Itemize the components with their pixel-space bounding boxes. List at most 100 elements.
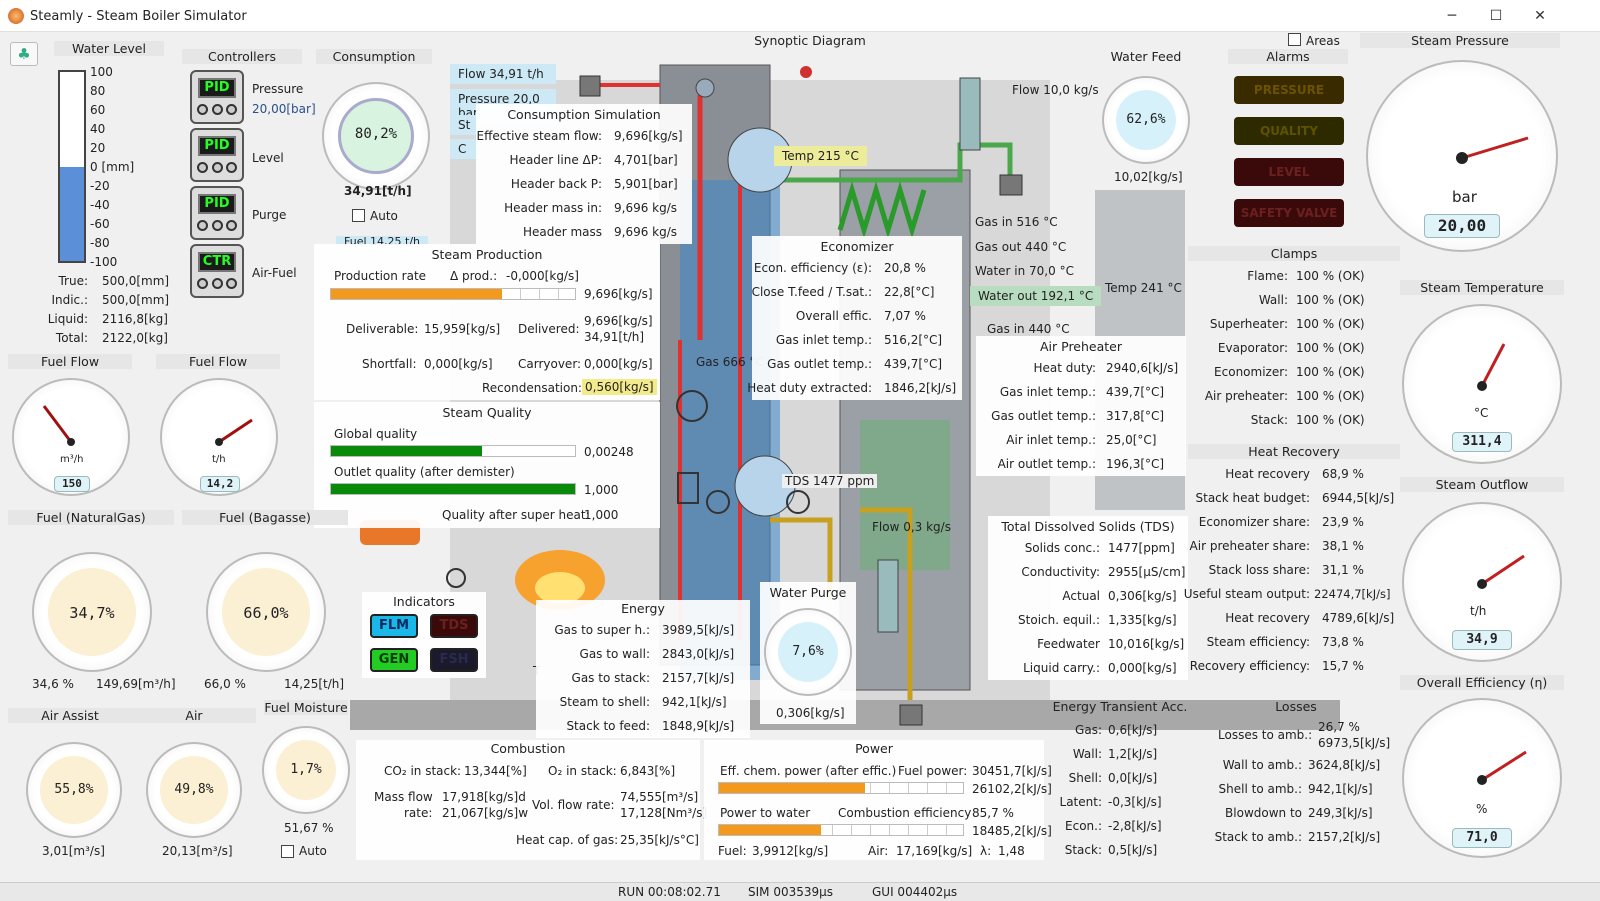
row-label: Liquid carry.: xyxy=(1023,661,1100,675)
purge-flow-tag: Flow 0,3 kg/s xyxy=(872,520,951,534)
row-label: Blowdown to xyxy=(1225,806,1302,820)
energy-panel: Energy Gas to super h.: 3989,5[kJ/s] Gas… xyxy=(536,600,750,738)
row-label: Header mass xyxy=(522,225,602,239)
consumption-simulation-panel: Consumption Simulation Effective steam f… xyxy=(476,104,692,244)
steam-pressure-unit: bar xyxy=(1452,188,1477,206)
outflow-needle xyxy=(1477,554,1525,589)
row-value: 942,1[kJ/s] xyxy=(1308,782,1373,796)
scale-tick: -60 xyxy=(90,217,110,231)
scale-tick: -80 xyxy=(90,236,110,250)
scale-tick: 60 xyxy=(90,103,106,117)
indicated-value: 500,0[mm] xyxy=(102,293,170,307)
row-value: 439,7[°C] xyxy=(884,357,943,371)
row-label: Stack to feed: xyxy=(566,719,650,733)
purge-pid-button[interactable]: PID xyxy=(190,186,244,240)
panel-title: Clamps xyxy=(1188,246,1400,261)
combustion-efficiency-label: Combustion efficiency xyxy=(838,806,972,820)
power-to-water-fill xyxy=(719,825,822,835)
water-purge-knob[interactable]: 7,6% xyxy=(764,608,852,696)
steam-temperature-gauge: °C 311,4 xyxy=(1402,304,1562,464)
row-value: 23,9 % xyxy=(1322,515,1364,529)
production-rate-value: 9,696[kg/s] xyxy=(584,287,653,301)
scale-tick: 80 xyxy=(90,84,106,98)
fuel-moisture-title: Fuel Moisture xyxy=(264,700,348,715)
row-value: 22474,7[kJ/s] xyxy=(1314,587,1391,601)
row-value: 100 % (OK) xyxy=(1296,269,1365,283)
fuel-ng-knob[interactable]: 34,7% xyxy=(32,552,152,672)
areas-label: Areas xyxy=(1306,34,1340,48)
steam-temperature-title: Steam Temperature xyxy=(1400,280,1564,295)
row-value: 196,3[°C] xyxy=(1106,457,1165,471)
ctr-badge: CTR xyxy=(198,252,236,272)
water-level-readouts: True:500,0[mm] Indic.:500,0[mm] Liquid:2… xyxy=(40,274,170,350)
row-value: 2157,7[kJ/s] xyxy=(662,671,735,685)
temp-215-tag: Temp 215 °C xyxy=(774,146,867,166)
economizer-panel: Economizer Econ. efficiency (ε): 20,8 % … xyxy=(747,236,962,400)
fuel-flow-2-value: 14,2 xyxy=(200,476,240,492)
shortfall-value: 0,000[kg/s] xyxy=(424,357,493,371)
total-value: 2122,0[kg] xyxy=(102,331,168,345)
air-fuel-controller-label: Air-Fuel xyxy=(252,266,297,280)
air-title: Air xyxy=(132,708,256,723)
pressure-controller-label: Pressure xyxy=(252,82,304,96)
steam-pressure-title: Steam Pressure xyxy=(1360,33,1560,48)
deliverable-value: 15,959[kg/s] xyxy=(424,322,501,336)
tds-panel: Total Dissolved Solids (TDS) Solids conc… xyxy=(988,516,1188,680)
row-value: 3624,8[kJ/s] xyxy=(1308,758,1381,772)
water-feed-knob[interactable]: 62,6% xyxy=(1102,76,1190,164)
overall-efficiency-gauge: % 71,0 xyxy=(1402,698,1562,858)
fuel-flow-1-unit: m³/h xyxy=(60,454,84,465)
fuel-moisture-knob[interactable]: 1,7% xyxy=(262,726,350,814)
carryover-label: Carryover: xyxy=(518,357,582,371)
eff-chem-power-bar xyxy=(718,782,964,794)
losses-panel: Losses Losses to amb.: 26,7 % 6973,5[kJ/… xyxy=(1196,698,1396,862)
row-label: Latent: xyxy=(1059,795,1102,809)
level-pid-button[interactable]: PID xyxy=(190,128,244,182)
row-value: 7,07 % xyxy=(884,309,926,323)
panel-title: Losses xyxy=(1275,699,1317,714)
temperature-needle xyxy=(1477,343,1506,391)
row-value: 4789,6[kJ/s] xyxy=(1322,611,1395,625)
air-fuel-ctr-button[interactable]: CTR xyxy=(190,244,244,298)
row-label: Shell to amb.: xyxy=(1218,782,1302,796)
row-value: 2157,2[kJ/s] xyxy=(1308,830,1381,844)
row-value: 9,696 kg/s xyxy=(614,225,678,239)
fuel-bagasse-knob[interactable]: 66,0% xyxy=(206,552,326,672)
row-value: 100 % (OK) xyxy=(1296,365,1365,379)
pressure-pid-button[interactable]: PID xyxy=(190,70,244,124)
mass-flow-label-2: rate: xyxy=(404,806,433,820)
steam-pressure-gauge: bar 20,00 xyxy=(1366,60,1558,252)
row-value: 249,3[kJ/s] xyxy=(1308,806,1373,820)
steam-outflow-title: Steam Outflow xyxy=(1400,477,1564,492)
close-button[interactable]: ✕ xyxy=(1534,8,1546,24)
water-level-fill xyxy=(60,166,84,261)
logo-button[interactable]: ♣ xyxy=(10,42,38,66)
row-label: Stack heat budget: xyxy=(1195,491,1311,505)
steam-outflow-value: 34,9 xyxy=(1452,630,1512,650)
row-value: 100 % (OK) xyxy=(1296,389,1365,403)
consumption-percent: 80,2% xyxy=(354,126,398,142)
feed-flow-tag: Flow 10,0 kg/s xyxy=(1012,83,1099,97)
row-label: Close T.feed / T.sat.: xyxy=(751,285,872,299)
steam-pressure-value: 20,00 xyxy=(1424,214,1500,238)
flow-tag: Flow 34,91 t/h xyxy=(450,64,556,84)
lambda-label: λ: xyxy=(980,844,992,858)
fuel-bagasse-title: Fuel (Bagasse) xyxy=(182,510,348,525)
air-knob[interactable]: 49,8% xyxy=(146,742,242,838)
minimize-button[interactable]: ─ xyxy=(1447,8,1457,24)
consumption-knob[interactable]: 80,2% xyxy=(322,82,430,190)
consumption-auto-checkbox[interactable] xyxy=(352,209,365,222)
row-value: 0,6[kJ/s] xyxy=(1108,723,1158,737)
maximize-button[interactable]: ☐ xyxy=(1489,8,1503,24)
overall-efficiency-unit: % xyxy=(1476,802,1488,816)
row-label: Evaporator: xyxy=(1217,341,1288,355)
fuel-flow-2-gauge: t/h 14,2 xyxy=(160,378,278,496)
areas-checkbox[interactable] xyxy=(1288,33,1301,46)
fuel-bagasse-left-value: 66,0 % xyxy=(204,677,246,691)
air-assist-knob[interactable]: 55,8% xyxy=(26,742,122,838)
air-mass-value: 17,169[kg/s] xyxy=(896,844,973,858)
row-value: 68,9 % xyxy=(1322,467,1364,481)
steam-outflow-gauge: t/h 34,9 xyxy=(1402,502,1562,662)
fuel-moisture-auto-checkbox[interactable] xyxy=(281,845,294,858)
scale-tick: 20 xyxy=(90,141,106,155)
